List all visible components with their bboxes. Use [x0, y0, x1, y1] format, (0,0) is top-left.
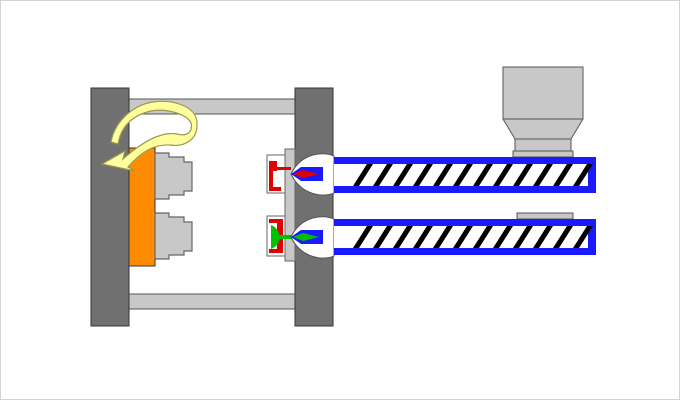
screw-flight [513, 226, 533, 248]
upper-mold-core [154, 152, 193, 200]
upper-nozzle-tip [291, 167, 323, 181]
curved-rotation-arrow-icon [100, 100, 198, 172]
upper-cavity-red-material [266, 154, 291, 194]
lower-screw-flights [353, 226, 593, 248]
screw-flight [493, 164, 513, 186]
screw-flight [473, 226, 493, 248]
screw-flight [413, 226, 433, 248]
lower-tie-bar [128, 293, 296, 310]
screw-flight [413, 164, 433, 186]
screw-flight [573, 226, 593, 248]
screw-flight [553, 226, 573, 248]
screw-flight [533, 226, 553, 248]
rotary-platen [128, 147, 156, 267]
screw-flight [393, 226, 413, 248]
lower-mold-core [154, 212, 193, 260]
screw-flight [533, 164, 553, 186]
screw-flight [513, 164, 533, 186]
screw-flight [453, 164, 473, 186]
screw-flight [373, 164, 393, 186]
stationary-mold [284, 148, 296, 262]
screw-flight [453, 226, 473, 248]
lower-cavity-green-material [266, 215, 293, 257]
screw-flight [553, 164, 573, 186]
screw-flight [373, 226, 393, 248]
upper-injection-barrel [334, 157, 596, 193]
screw-flight [433, 226, 453, 248]
right-platen [294, 87, 334, 327]
hopper-icon [502, 66, 584, 158]
screw-flight [433, 164, 453, 186]
screw-flight [393, 164, 413, 186]
screw-flight [473, 164, 493, 186]
upper-screw-flights [353, 164, 593, 186]
screw-flight [353, 226, 373, 248]
lower-nozzle-tip [291, 230, 323, 244]
lower-injection-barrel [334, 219, 596, 255]
screw-flight [353, 164, 373, 186]
lower-feed-port [516, 212, 574, 220]
screw-flight [573, 164, 593, 186]
screw-flight [493, 226, 513, 248]
